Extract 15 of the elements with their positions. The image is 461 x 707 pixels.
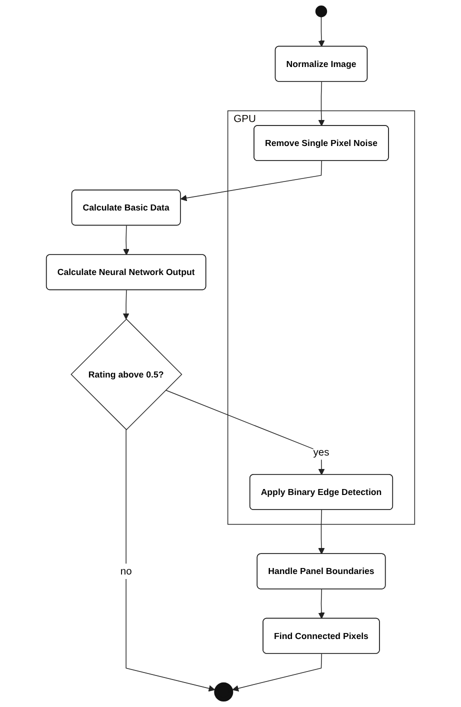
arrow	[318, 588, 325, 619]
arrow	[126, 429, 216, 692]
node-circle	[315, 6, 328, 18]
arrow	[165, 390, 325, 476]
node-circle	[214, 682, 234, 702]
node-diamond: Rating above 0.5?	[70, 318, 182, 430]
arrow	[122, 290, 130, 320]
arrow	[318, 16, 325, 47]
arrow	[318, 81, 325, 126]
arrow	[123, 225, 130, 256]
edge-label: no	[120, 565, 132, 577]
arrow	[318, 510, 325, 554]
edge-label: yes	[313, 446, 330, 458]
arrow	[232, 653, 322, 692]
arrow	[180, 160, 322, 202]
